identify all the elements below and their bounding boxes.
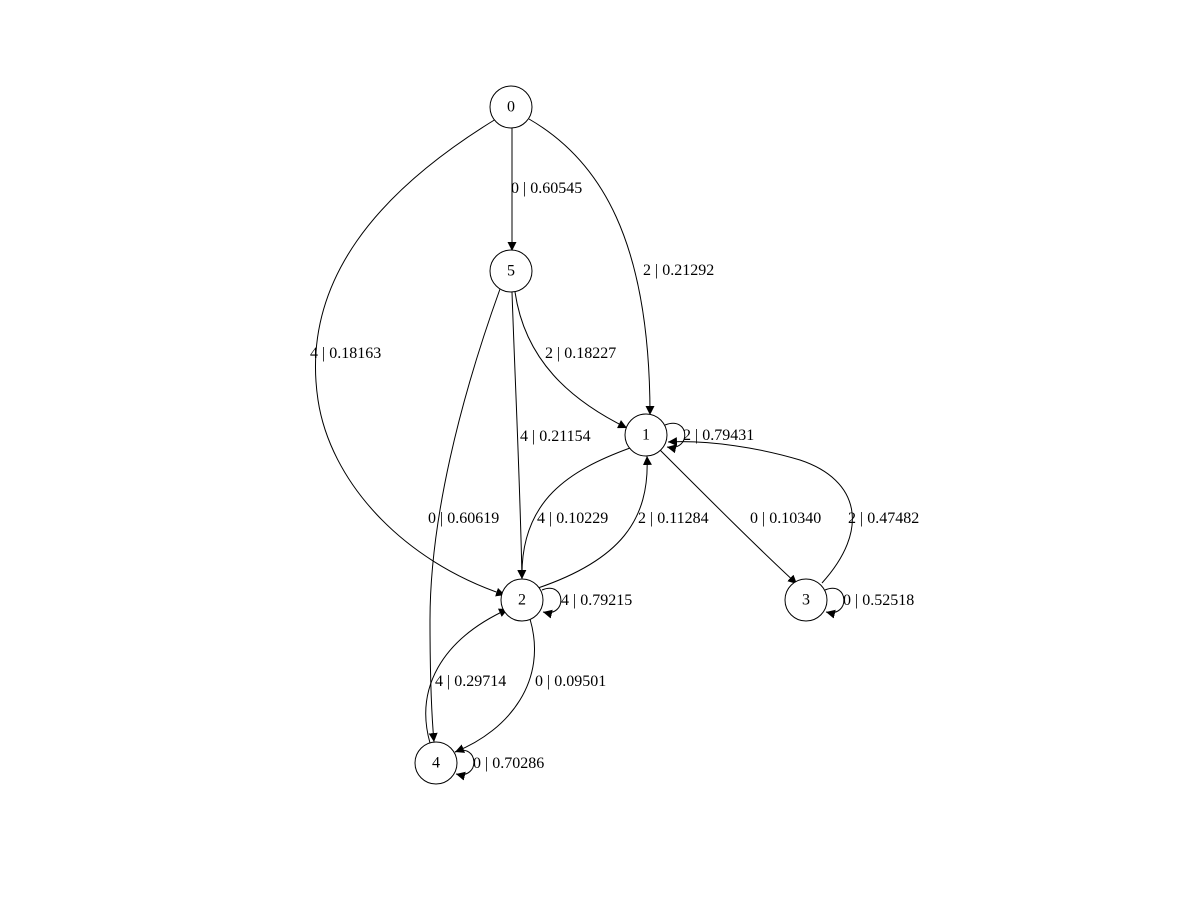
node-0[interactable]: 0 xyxy=(489,85,533,129)
edge-label-1-3: 0 | 0.10340 xyxy=(750,510,821,527)
edge-2-2 xyxy=(541,587,562,619)
node-label-3: 3 xyxy=(802,592,810,609)
edge-label-2-2: 4 | 0.79215 xyxy=(561,592,632,609)
edge-0-2 xyxy=(314,118,506,597)
edge-label-1-1: 2 | 0.79431 xyxy=(683,427,754,444)
node-5[interactable]: 5 xyxy=(489,249,533,293)
edge-label-0-5: 0 | 0.60545 xyxy=(511,180,582,197)
edge-label-4-4: 0 | 0.70286 xyxy=(473,755,544,772)
edge-label-3-1: 2 | 0.47482 xyxy=(848,510,919,527)
node-label-0: 0 xyxy=(507,99,515,116)
edge-3-3 xyxy=(824,587,845,619)
edge-5-2 xyxy=(511,291,527,580)
node-label-5: 5 xyxy=(507,263,515,280)
edge-0-1 xyxy=(528,118,655,416)
node-label-4: 4 xyxy=(432,755,440,772)
node-label-2: 2 xyxy=(518,592,526,609)
edge-2-1 xyxy=(537,455,652,589)
edge-4-2 xyxy=(425,608,509,744)
edge-4-4 xyxy=(454,749,475,781)
edge-3-1 xyxy=(667,437,853,584)
edge-label-4-2: 4 | 0.29714 xyxy=(435,673,506,690)
edge-label-3-3: 0 | 0.52518 xyxy=(843,592,914,609)
edges xyxy=(314,118,853,781)
edge-1-1 xyxy=(664,422,686,454)
edge-5-1 xyxy=(514,291,628,429)
edge-label-2-4: 0 | 0.09501 xyxy=(535,673,606,690)
edge-label-5-4: 0 | 0.60619 xyxy=(428,510,499,527)
edge-1-3 xyxy=(659,449,798,585)
node-2[interactable]: 2 xyxy=(500,578,544,622)
edge-5-4 xyxy=(428,288,501,743)
edge-label-0-1: 2 | 0.21292 xyxy=(643,262,714,279)
edge-1-2 xyxy=(517,447,631,580)
edge-label-0-2: 4 | 0.18163 xyxy=(310,345,381,362)
edge-labels: 0 | 0.60545 2 | 0.21292 4 | 0.18163 2 | … xyxy=(310,180,919,772)
edge-label-5-1: 2 | 0.18227 xyxy=(545,345,616,362)
node-1[interactable]: 1 xyxy=(624,413,668,457)
edge-2-4 xyxy=(454,618,535,753)
edge-label-1-2: 4 | 0.10229 xyxy=(537,510,608,527)
node-4[interactable]: 4 xyxy=(414,741,458,785)
edge-label-2-1: 2 | 0.11284 xyxy=(638,510,709,527)
edge-label-5-2: 4 | 0.21154 xyxy=(520,428,591,445)
node-3[interactable]: 3 xyxy=(784,578,828,622)
node-label-1: 1 xyxy=(642,427,650,444)
nodes: 0 5 1 2 3 4 xyxy=(414,85,828,785)
